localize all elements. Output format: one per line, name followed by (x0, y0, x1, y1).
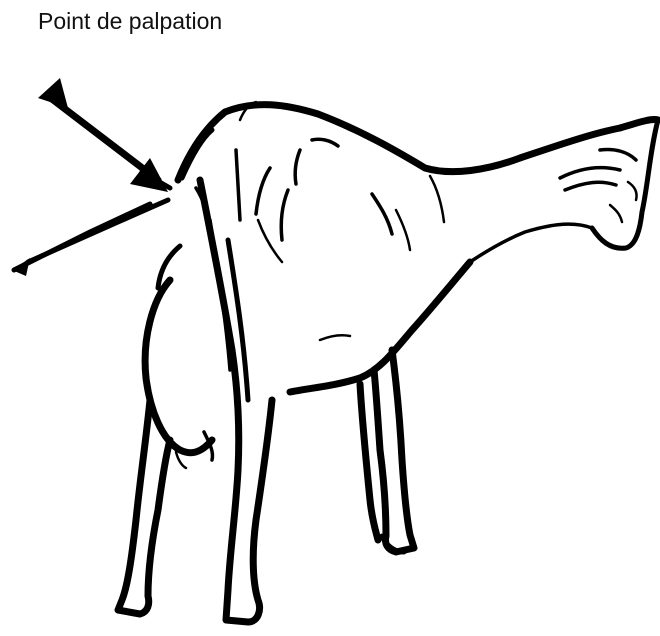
hind-leg-left (196, 150, 272, 622)
arrow-icon (38, 78, 170, 192)
tail-icon (12, 200, 168, 276)
front-legs (360, 350, 414, 552)
body-shading-strokes (240, 102, 444, 340)
goat-body-outline (178, 105, 658, 392)
udder-icon (145, 246, 212, 468)
